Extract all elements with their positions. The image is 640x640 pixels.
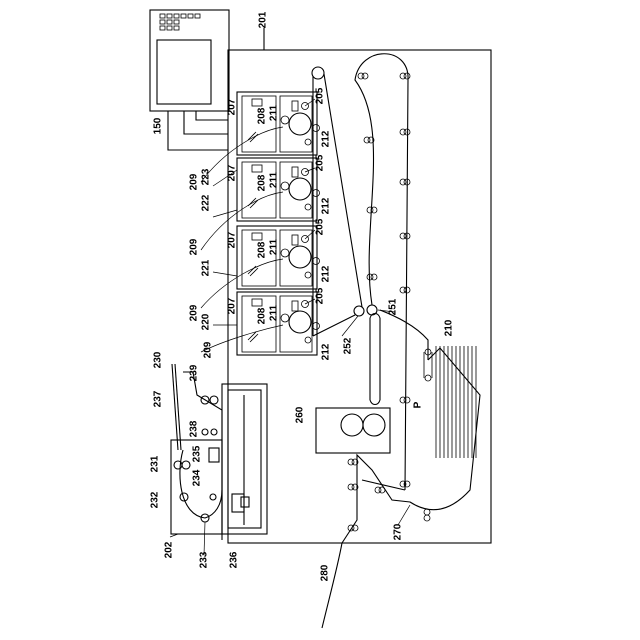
- label-212-d: 212: [321, 344, 332, 361]
- label-201: 201: [258, 12, 269, 29]
- label-212-a: 212: [321, 131, 332, 148]
- label-232: 232: [150, 492, 161, 509]
- label-237: 237: [153, 391, 164, 408]
- document-reader: [222, 384, 267, 534]
- label-208-a: 208: [257, 108, 268, 125]
- label-234: 234: [192, 470, 203, 487]
- label-235: 235: [192, 446, 203, 463]
- label-202: 202: [164, 542, 175, 559]
- label-207-c: 207: [227, 232, 238, 249]
- label-208-d: 208: [257, 308, 268, 325]
- label-223: 223: [201, 169, 212, 186]
- label-270: 270: [393, 524, 404, 541]
- label-210: 210: [444, 320, 455, 337]
- label-221: 221: [201, 260, 212, 277]
- label-205-d: 205: [315, 288, 326, 305]
- label-231: 231: [150, 456, 161, 473]
- label-150: 150: [153, 118, 164, 135]
- label-211-a: 211: [269, 105, 280, 121]
- label-212-b: 212: [321, 198, 332, 215]
- label-211-d: 211: [269, 305, 280, 321]
- label-208-b: 208: [257, 175, 268, 192]
- label-205-b: 205: [315, 155, 326, 172]
- label-211-c: 211: [269, 239, 280, 255]
- sheet-conveyance-paths: [342, 54, 480, 543]
- fixing-device: [316, 408, 390, 453]
- sheet-exit-path: [322, 543, 342, 628]
- label-222: 222: [201, 195, 212, 212]
- label-sheet-p: P: [413, 402, 424, 409]
- label-260: 260: [295, 407, 306, 424]
- label-207-b: 207: [227, 165, 238, 182]
- label-211-b: 211: [269, 172, 280, 188]
- label-209-a: 209: [189, 174, 200, 191]
- label-209-c: 209: [189, 305, 200, 322]
- keypad-icon: [160, 14, 200, 30]
- label-251: 251: [388, 299, 399, 316]
- label-205-a: 205: [315, 88, 326, 105]
- label-233: 233: [199, 552, 210, 569]
- label-205-c: 205: [315, 219, 326, 236]
- label-238: 238: [189, 421, 200, 438]
- label-212-c: 212: [321, 266, 332, 283]
- label-207-a: 207: [227, 99, 238, 116]
- label-280: 280: [320, 565, 331, 582]
- paper-cassette-stack: [436, 346, 476, 458]
- label-209-d: 209: [203, 342, 214, 359]
- label-236: 236: [229, 552, 240, 569]
- label-208-c: 208: [257, 242, 268, 259]
- label-239: 239: [189, 365, 200, 382]
- label-209-b: 209: [189, 239, 200, 256]
- label-220: 220: [201, 314, 212, 331]
- label-230: 230: [153, 352, 164, 369]
- label-207-d: 207: [227, 298, 238, 315]
- label-252: 252: [343, 338, 354, 355]
